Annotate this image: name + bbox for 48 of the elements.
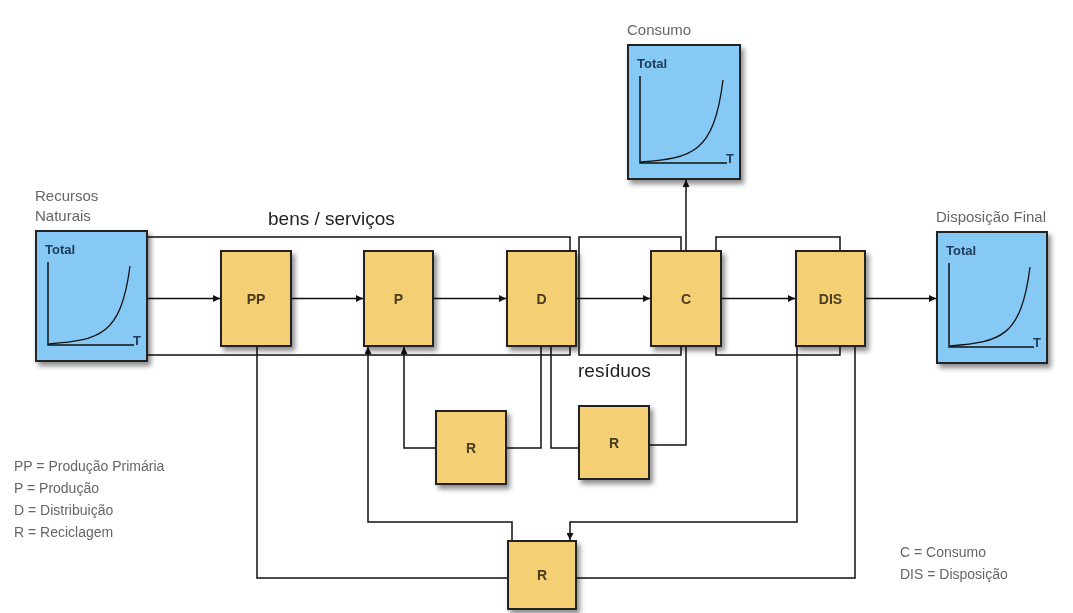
process-box: [506, 250, 577, 347]
arrow: [576, 295, 651, 302]
process-box: [507, 540, 577, 610]
box-label: C: [680, 290, 692, 307]
legend-note: P = Produção: [14, 480, 99, 496]
arrow: [400, 346, 436, 449]
box-heading: Recursos Naturais: [35, 185, 100, 226]
legend-note: PP = Produção Primária: [14, 458, 165, 474]
arrow: [433, 295, 507, 302]
axis-label: T: [726, 151, 734, 166]
legend-note: D = Distribuição: [14, 502, 114, 518]
box-label: R: [608, 434, 620, 451]
box-label: R: [465, 439, 477, 456]
connector-line: [649, 346, 687, 446]
arrow: [566, 346, 798, 541]
box-label: PP: [246, 290, 266, 307]
axis-title: Total: [637, 56, 668, 71]
arrow: [291, 295, 364, 302]
box-label: D: [536, 290, 547, 307]
box-heading: Disposição Final: [936, 206, 1048, 227]
connector-line: [576, 346, 856, 579]
box-label: DIS: [818, 290, 843, 307]
process-box: [363, 250, 434, 347]
connector-line: [506, 346, 542, 449]
arrow: [721, 295, 796, 302]
arrow: [682, 179, 690, 251]
axis-title: Total: [946, 243, 977, 258]
axis-label: T: [133, 333, 141, 348]
connector-line: [550, 346, 579, 449]
process-box: [435, 410, 507, 485]
process-box: [795, 250, 866, 347]
process-box: [220, 250, 292, 347]
axis-title: Total: [45, 242, 76, 257]
legend-note: DIS = Disposição: [900, 566, 1008, 582]
process-box: [650, 250, 722, 347]
process-box: [578, 405, 650, 480]
legend-note: R = Reciclagem: [14, 524, 114, 540]
box-label: P: [393, 290, 404, 307]
legend-note: C = Consumo: [900, 544, 986, 560]
axis-label: T: [1033, 335, 1041, 350]
box-heading: Consumo: [627, 19, 693, 40]
arrow: [147, 295, 221, 302]
section-label: resíduos: [578, 360, 651, 382]
connector-line: [256, 346, 508, 579]
box-label: R: [536, 567, 548, 583]
arrow: [364, 346, 513, 541]
section-label: bens / serviços: [268, 208, 395, 230]
arrow: [865, 295, 937, 302]
